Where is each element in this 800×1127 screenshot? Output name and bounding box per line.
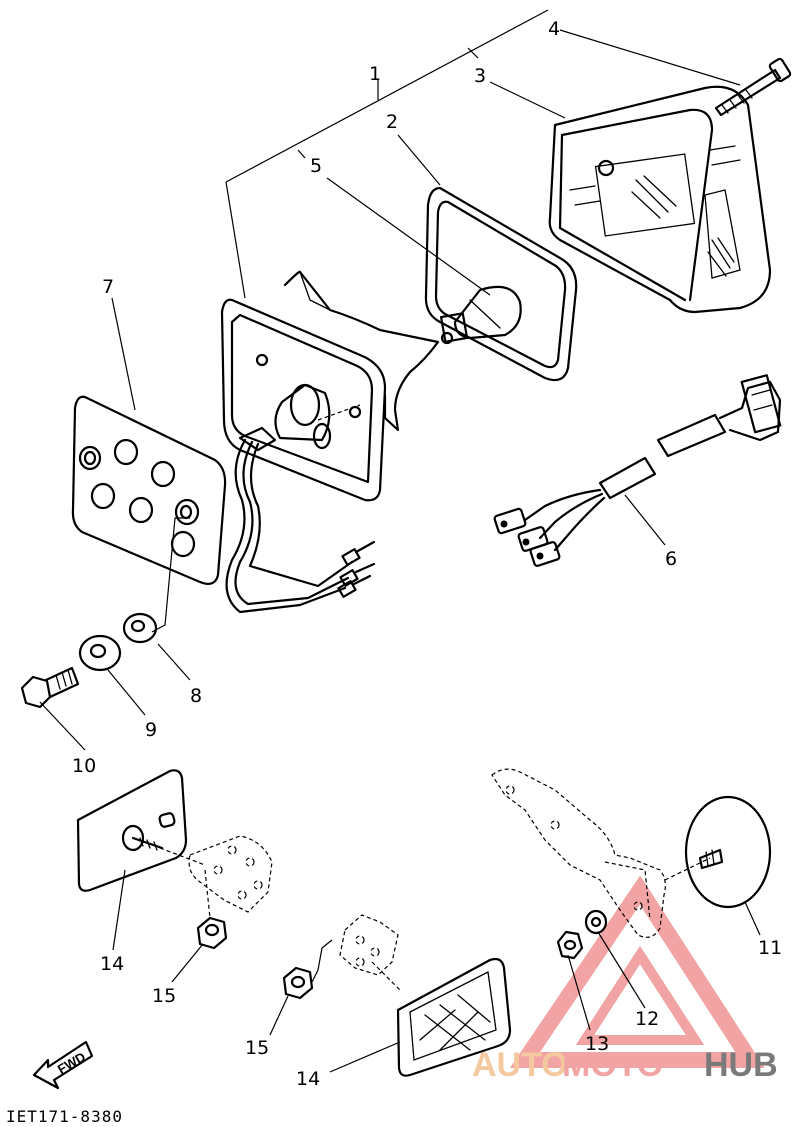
- callout-6: 6: [665, 548, 677, 570]
- watermark-text: AUTO MOTO HUB: [472, 1046, 778, 1084]
- bracket-left: [159, 835, 273, 919]
- callout-14-left: 14: [100, 953, 124, 975]
- watermark-moto: MOTO: [562, 1046, 663, 1084]
- lens-hatch: [631, 175, 735, 277]
- callout-numbers: 1 2 3 4 5 6 7 8 9 10 11 12 13 14 14 15 1…: [72, 18, 782, 1090]
- lens-part-3: [548, 85, 772, 314]
- base-part-1: [220, 270, 440, 502]
- nut-part-15-center: [282, 939, 333, 1000]
- callout-15-left: 15: [152, 985, 176, 1007]
- watermark-logo: [509, 875, 765, 1068]
- washer-part-8: [122, 517, 190, 644]
- callout-7: 7: [102, 276, 114, 298]
- reflector-part-14-left: [76, 769, 188, 892]
- washer-part-9: [78, 634, 122, 672]
- harness-part-6: [493, 374, 782, 567]
- callout-11: 11: [758, 937, 782, 959]
- callout-1: 1: [369, 63, 381, 85]
- callout-13: 13: [585, 1033, 609, 1055]
- callout-15-center: 15: [245, 1037, 269, 1059]
- plate-part-7: [71, 395, 227, 585]
- forward-label: FWD: [55, 1049, 88, 1077]
- callout-8: 8: [190, 685, 202, 707]
- bulb-part-5: [439, 285, 522, 345]
- forward-arrow-icon: FWD: [32, 1040, 94, 1090]
- gasket-part-2: [424, 186, 578, 382]
- callout-12: 12: [635, 1008, 659, 1030]
- callout-5: 5: [310, 155, 322, 177]
- reflector-part-14-center: [396, 957, 512, 1077]
- callout-14-center: 14: [296, 1068, 320, 1090]
- group-bracket-1: [225, 9, 549, 299]
- washer-part-12: [584, 909, 608, 935]
- nut-part-15-left: [196, 916, 228, 950]
- reflector-part-11: [684, 795, 772, 909]
- callout-3: 3: [474, 65, 486, 87]
- watermark-auto: AUTO: [472, 1046, 568, 1084]
- bolt-part-10: [20, 666, 80, 709]
- bracket-center: [339, 914, 401, 991]
- callout-9: 9: [145, 719, 157, 741]
- drawing-code: IET171-8380: [6, 1107, 123, 1126]
- callout-10: 10: [72, 755, 96, 777]
- callout-leaders: [39, 29, 761, 1073]
- nut-part-13: [556, 930, 584, 960]
- screw-part-4: [714, 57, 792, 117]
- wire-terminals: [337, 540, 376, 598]
- bracket-right: [491, 768, 711, 938]
- callout-4: 4: [548, 18, 560, 40]
- callout-2: 2: [386, 111, 398, 133]
- watermark-hub: HUB: [704, 1046, 778, 1084]
- socket-wires: [225, 438, 376, 614]
